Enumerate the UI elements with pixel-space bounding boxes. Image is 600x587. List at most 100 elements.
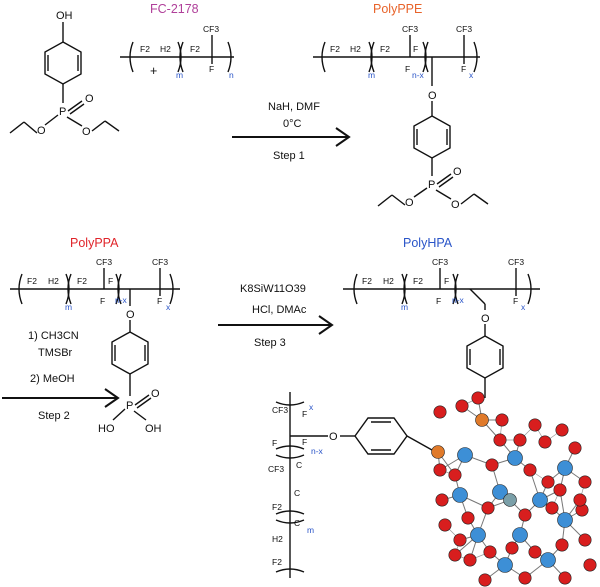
oxygen-atom xyxy=(478,573,492,587)
atom-f2: F2 xyxy=(362,276,372,286)
atom-o-ether: O xyxy=(329,431,338,443)
tungsten-atom xyxy=(470,527,486,543)
atom-cf3: CF3 xyxy=(96,257,112,267)
atom-f: F xyxy=(461,64,466,74)
atom-f2: F2 xyxy=(272,557,282,567)
tungsten-atom xyxy=(492,484,508,500)
atom-ho: HO xyxy=(98,423,115,435)
atom-f: F xyxy=(436,296,441,306)
oxygen-atom xyxy=(463,553,477,567)
tungsten-atom xyxy=(557,512,573,528)
atom-h2: H2 xyxy=(272,534,283,544)
silicon-atom xyxy=(503,493,517,507)
index-m: m xyxy=(176,70,183,80)
atom-f: F xyxy=(100,296,105,306)
atom-o-double: O xyxy=(151,388,160,400)
step2-reaction: 1) CH3CN TMSBr 2) MeOH Step 2 xyxy=(2,330,120,422)
atom-h2: H2 xyxy=(48,276,59,286)
atom-o-left: O xyxy=(405,197,414,209)
atom-o-double: O xyxy=(453,166,462,178)
atom-h2: H2 xyxy=(160,44,171,54)
oxygen-atom xyxy=(545,501,559,515)
polyhpa-3d-model-linker: F2 H2 C F2 C m CF3 C F F n-x CF3 F x O xyxy=(268,392,433,578)
atom-f2: F2 xyxy=(330,44,340,54)
index-x: x xyxy=(521,302,526,312)
atom-f: F xyxy=(272,438,277,448)
oxygen-atom xyxy=(558,571,572,585)
atom-cf3: CF3 xyxy=(508,257,524,267)
atom-o-left: O xyxy=(37,125,46,137)
tungsten-atom xyxy=(540,552,556,568)
tungsten-atom xyxy=(497,557,513,573)
title-fc2178: FC-2178 xyxy=(150,2,199,16)
atom-f: F xyxy=(302,437,307,447)
atom-f: F xyxy=(413,44,418,54)
atom-o-right: O xyxy=(451,199,460,211)
oxygen-atom xyxy=(481,501,495,515)
index-n: n xyxy=(229,70,234,80)
atom-oh: OH xyxy=(145,423,162,435)
oxygen-atom xyxy=(528,545,542,559)
atom-f2: F2 xyxy=(140,44,150,54)
index-m: m xyxy=(401,302,408,312)
atom-f2: F2 xyxy=(272,502,282,512)
tungsten-atom xyxy=(507,450,523,466)
oxygen-atom xyxy=(455,399,469,413)
oxygen-atom xyxy=(453,533,467,547)
oxygen-atom xyxy=(505,541,519,555)
atom-f2: F2 xyxy=(380,44,390,54)
step1-reagents: NaH, DMF xyxy=(268,101,320,113)
step3-reaction-arrow: K8SiW11O39 HCl, DMAc Step 3 xyxy=(218,283,334,349)
plus-sign: + xyxy=(150,64,157,78)
step2-reagent-2: 2) MeOH xyxy=(30,373,75,385)
atom-cf3: CF3 xyxy=(152,257,168,267)
atom-c: C xyxy=(296,460,302,470)
atom-o-double: O xyxy=(85,93,94,105)
oxygen-atom xyxy=(541,475,555,489)
atom-h2: H2 xyxy=(350,44,361,54)
oxygen-atom xyxy=(555,538,569,552)
atom-f: F xyxy=(513,296,518,306)
atom-c: C xyxy=(294,518,300,528)
index-m: m xyxy=(368,70,375,80)
atom-f: F xyxy=(302,409,307,419)
atom-f: F xyxy=(157,296,162,306)
polyoxometalate-cluster-model xyxy=(431,391,597,587)
tungsten-atom xyxy=(557,460,573,476)
tungsten-atom xyxy=(452,487,468,503)
atom-f2: F2 xyxy=(190,44,200,54)
oxygen-atom xyxy=(568,441,582,455)
oxygen-atom xyxy=(583,558,597,572)
phosphorus-atom xyxy=(475,413,489,427)
oxygen-atom xyxy=(523,463,537,477)
index-m: m xyxy=(65,302,72,312)
oxygen-atom xyxy=(578,533,592,547)
tungsten-atom xyxy=(457,447,473,463)
oxygen-atom xyxy=(433,405,447,419)
fc2178-structure: F2 H2 F2 CF3 F m n xyxy=(120,24,234,80)
atom-f: F xyxy=(209,64,214,74)
atom-f2: F2 xyxy=(413,276,423,286)
oxygen-atom xyxy=(495,413,509,427)
step2-label: Step 2 xyxy=(38,410,70,422)
atom-p: P xyxy=(126,400,133,412)
atom-f: F xyxy=(444,276,449,286)
step1-label: Step 1 xyxy=(273,150,305,162)
step3-reagent-1: K8SiW11O39 xyxy=(240,283,306,295)
index-x: x xyxy=(469,70,474,80)
title-polyppa: PolyPPA xyxy=(70,236,119,250)
oxygen-atom xyxy=(471,391,485,405)
step1-reaction-arrow: NaH, DMF 0°C Step 1 xyxy=(232,101,351,162)
oxygen-atom xyxy=(485,458,499,472)
atom-c: C xyxy=(294,488,300,498)
index-x: x xyxy=(166,302,171,312)
atom-o-ether: O xyxy=(126,309,135,321)
index-n-x: n-x xyxy=(311,446,324,456)
oxygen-atom xyxy=(448,468,462,482)
step2-reagent-1b: TMSBr xyxy=(38,347,73,359)
step3-label: Step 3 xyxy=(254,337,286,349)
atom-p: P xyxy=(428,179,435,191)
step2-reagent-1: 1) CH3CN xyxy=(28,330,79,342)
oxygen-atom xyxy=(513,433,527,447)
